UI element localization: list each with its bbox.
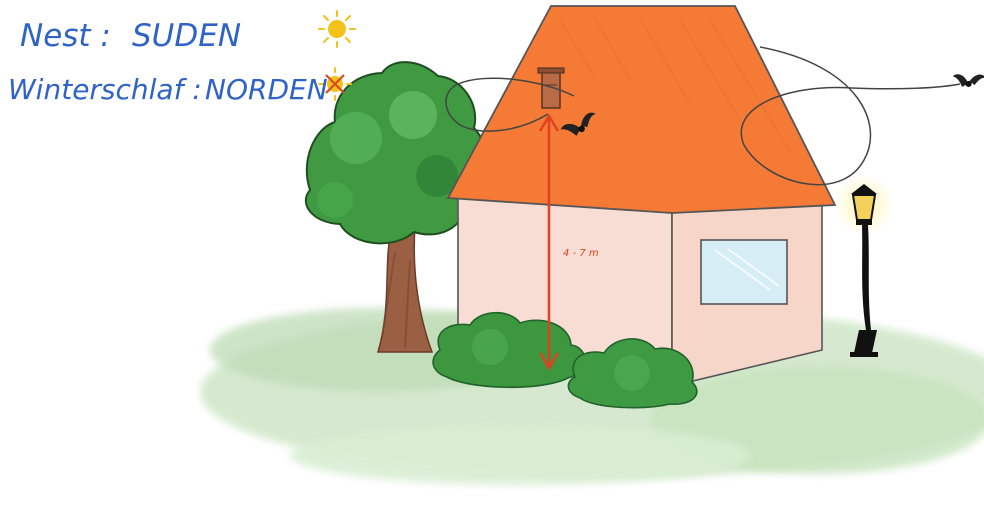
nest-label: Nest : <box>20 18 111 54</box>
bat-box-icon <box>538 68 564 108</box>
hibernation-label: Winterschlaf : <box>8 73 202 106</box>
sun-icon <box>319 11 355 47</box>
bat-icon <box>951 70 984 91</box>
nest-value: SUDEN <box>132 18 241 54</box>
hibernation-value: NORDEN <box>205 73 328 106</box>
height-label: 4 - 7 m <box>563 248 599 259</box>
